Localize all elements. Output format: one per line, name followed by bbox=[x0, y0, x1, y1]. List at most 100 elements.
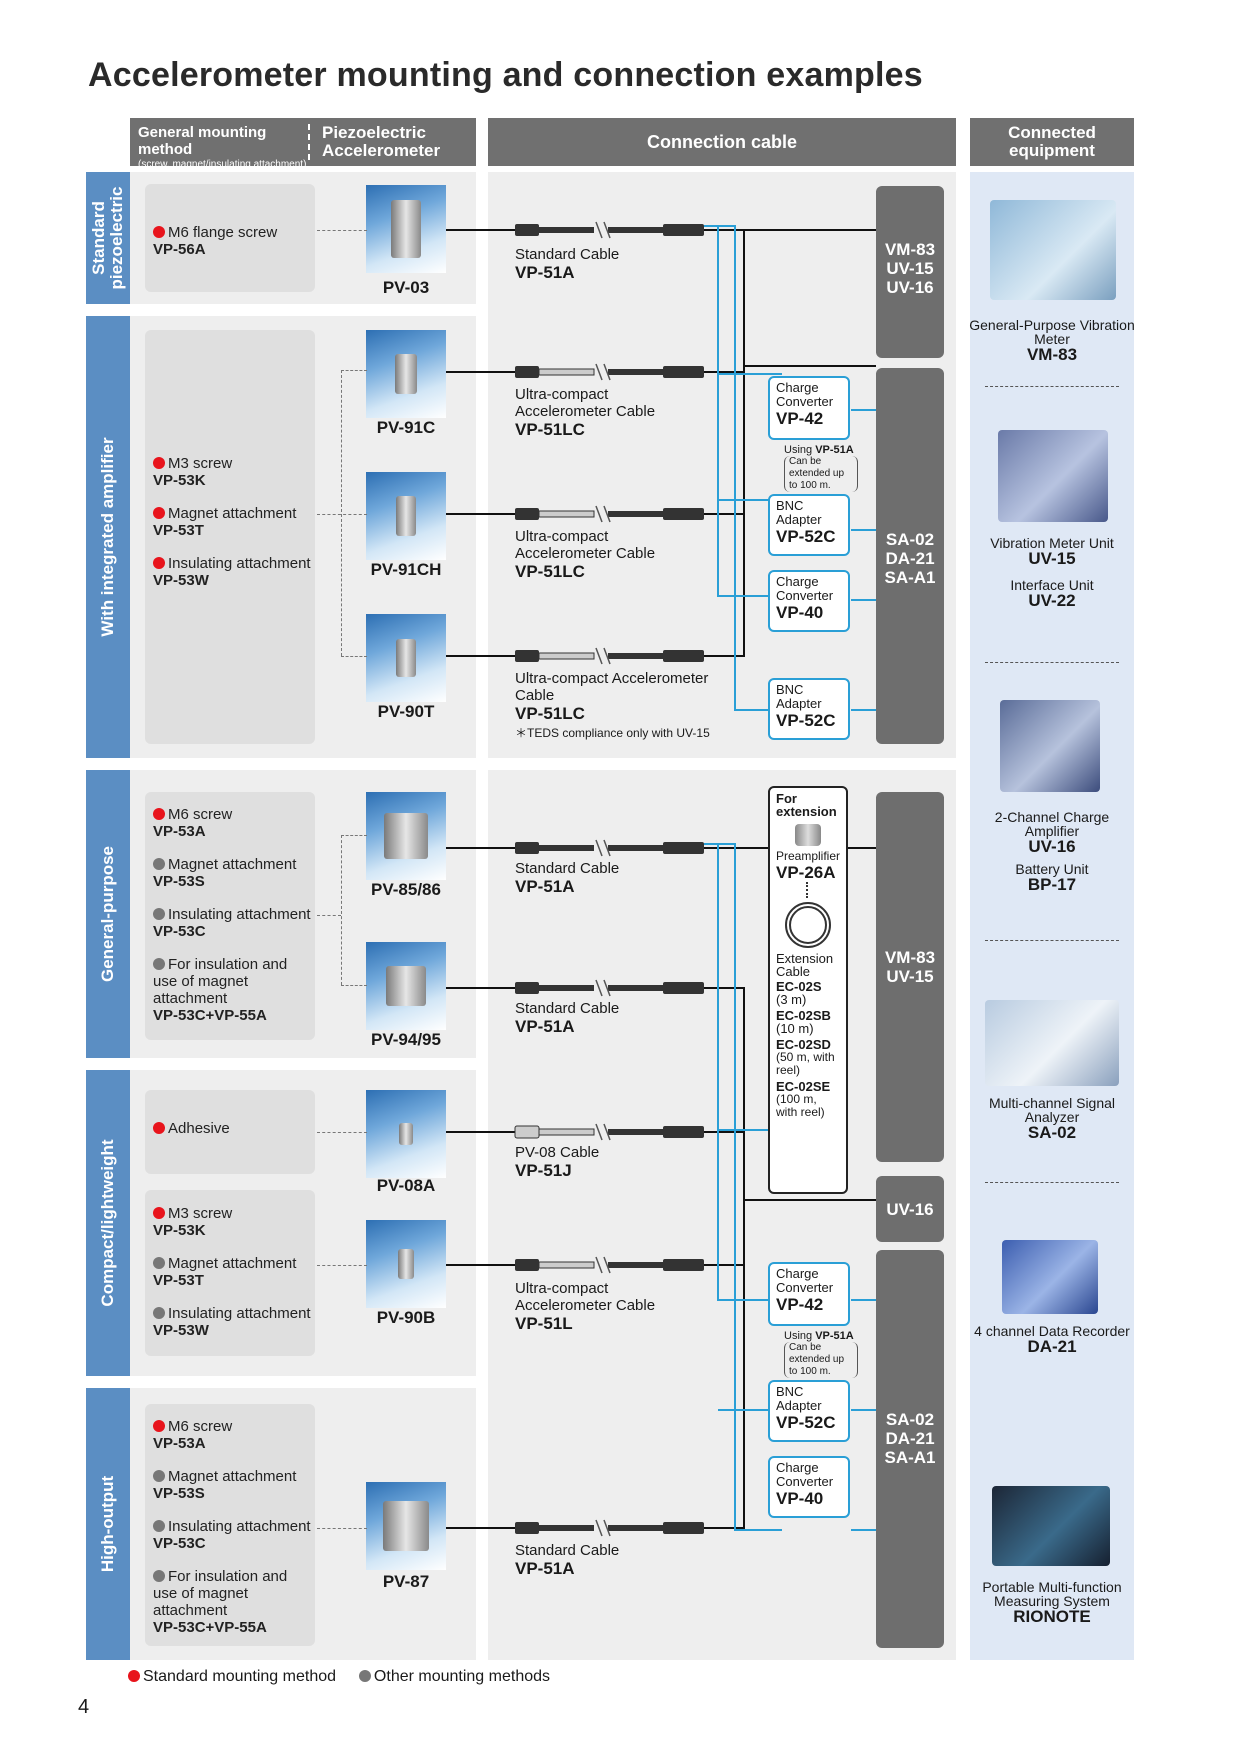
page-title: Accelerometer mounting and connection ex… bbox=[88, 56, 923, 94]
extension-box: For extension Preamplifier VP-26A Extens… bbox=[768, 786, 848, 1194]
header-accel: Piezoelectric Accelerometer bbox=[322, 123, 441, 160]
sensor-image bbox=[366, 1090, 446, 1178]
divider bbox=[985, 1182, 1119, 1183]
header-equipment: Connected equipment bbox=[970, 118, 1134, 166]
sensor-label: PV-03 bbox=[382, 278, 430, 297]
mounting-box bbox=[145, 792, 315, 1040]
dashed-connector bbox=[317, 915, 341, 916]
dashed-connector bbox=[341, 370, 342, 656]
vibration-meter-image bbox=[990, 200, 1116, 300]
divider bbox=[985, 940, 1119, 941]
sensor-label: PV-90B bbox=[376, 1308, 436, 1327]
sensor-image bbox=[366, 1220, 446, 1308]
page-number: 4 bbox=[78, 1696, 90, 1718]
sensor-image bbox=[366, 472, 446, 560]
equipment-bar: UV-16 bbox=[876, 1176, 944, 1242]
section-highout: High-output bbox=[86, 1388, 130, 1660]
sensor-image bbox=[366, 185, 446, 273]
dashed-connector bbox=[341, 835, 367, 836]
vibration-unit-image bbox=[998, 430, 1108, 522]
cable-reel-icon bbox=[785, 902, 831, 948]
legend: Standard mounting method Other mounting … bbox=[128, 1668, 550, 1686]
dashed-connector bbox=[317, 230, 367, 231]
dashed-connector bbox=[317, 514, 367, 515]
mount-item: For insulation and use of magnet attachm… bbox=[153, 956, 288, 1024]
sensor-image bbox=[366, 614, 446, 702]
header-mount-title: General mounting method bbox=[138, 124, 267, 158]
dashed-connector bbox=[317, 1132, 367, 1133]
sensor-image bbox=[366, 330, 446, 418]
sensor-image bbox=[366, 1482, 446, 1570]
section-compact: Compact/lightweight bbox=[86, 1070, 130, 1376]
mount-item: For insulation and use of magnet attachm… bbox=[153, 1568, 288, 1636]
legend-dot-other bbox=[358, 1670, 371, 1682]
divider bbox=[985, 386, 1119, 387]
sensor-label: PV-87 bbox=[382, 1572, 430, 1591]
charge-amplifier-image bbox=[1000, 700, 1100, 792]
sensor-label: PV-08A bbox=[376, 1176, 436, 1195]
sensor-image bbox=[366, 792, 446, 880]
dashed-connector bbox=[341, 656, 367, 657]
mounting-box bbox=[145, 1090, 315, 1174]
signal-analyzer-image bbox=[985, 1000, 1119, 1086]
sensor-label: PV-91C bbox=[376, 418, 436, 437]
sensor-label: PV-91CH bbox=[370, 560, 442, 579]
header-mount-sub: (screw, magnet/insulating attachment) bbox=[138, 159, 307, 170]
legend-dot-standard bbox=[128, 1670, 140, 1682]
data-recorder-image bbox=[1002, 1240, 1098, 1314]
divider bbox=[985, 662, 1119, 663]
dashed-connector bbox=[317, 1265, 367, 1266]
mounting-box bbox=[145, 1404, 315, 1646]
header-cable: Connection cable bbox=[488, 118, 956, 166]
sensor-image bbox=[366, 942, 446, 1030]
equipment-panel bbox=[970, 172, 1134, 1660]
rionote-image bbox=[992, 1486, 1110, 1566]
section-general: General-purpose bbox=[86, 770, 130, 1058]
dashed-connector bbox=[341, 985, 367, 986]
preamp-icon bbox=[795, 824, 821, 846]
dashed-connector bbox=[341, 835, 342, 985]
mounting-box bbox=[145, 184, 315, 292]
mounting-box bbox=[145, 330, 315, 744]
section-integrated: With integrated amplifier bbox=[86, 316, 130, 758]
